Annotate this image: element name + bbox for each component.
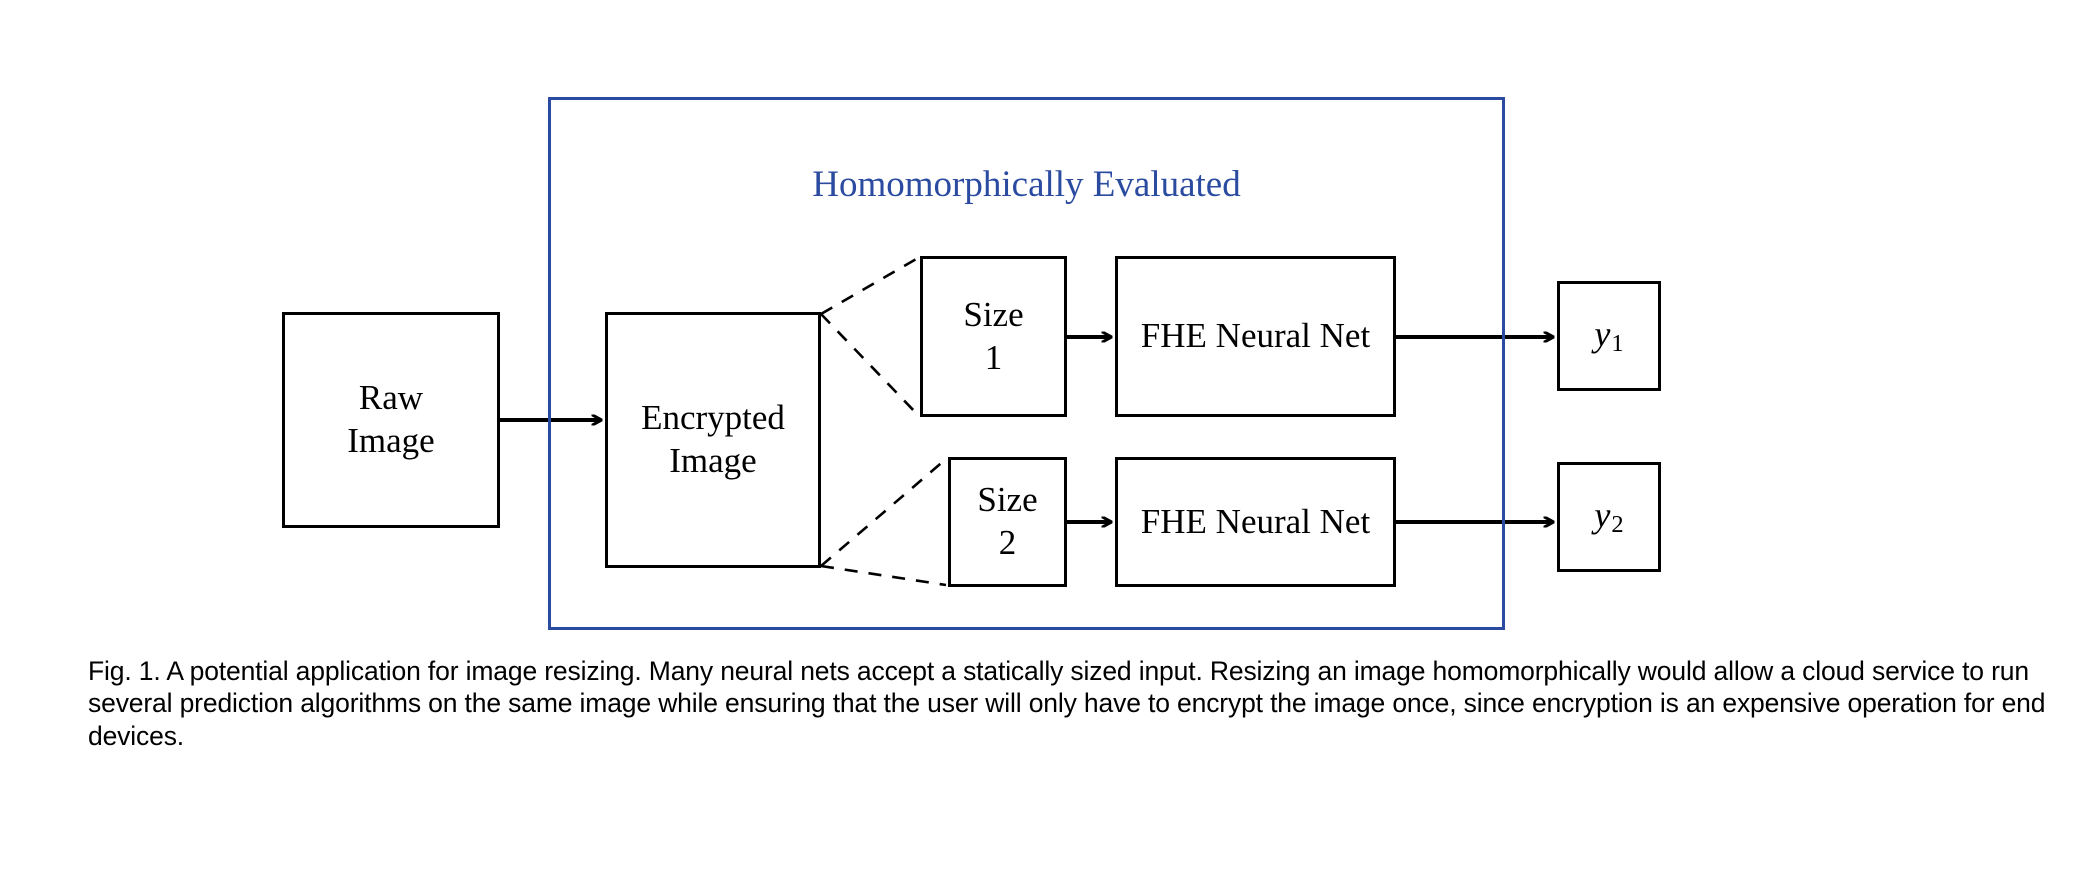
diagram-connectors (500, 256, 2086, 587)
node-raw-image-line1: Raw (358, 378, 424, 418)
node-output-y1[interactable]: y1 (1557, 281, 1661, 391)
node-output-y2-subscript: 2 (1611, 511, 1624, 539)
figure-caption: Fig. 1. A potential application for imag… (88, 656, 2046, 751)
node-size-2-line2: 2 (998, 523, 1017, 562)
node-raw-image-line2: Image (347, 421, 435, 460)
node-size-2[interactable]: Size 2 (948, 457, 1067, 587)
dashed-bottom-to-size2-top (820, 458, 947, 567)
node-output-y1-subscript: 1 (1611, 330, 1624, 358)
node-size-1-line1: Size (963, 294, 1024, 334)
dashed-top-to-size1-top (820, 256, 919, 316)
node-size-2-line1: Size (977, 480, 1038, 520)
node-fhe-neural-net-2-label: FHE Neural Net (1140, 501, 1371, 541)
node-encrypted-image[interactable]: Encrypted Image (605, 312, 821, 568)
dashed-bottom-to-size2-bottom (820, 564, 947, 587)
node-output-y2-label: y2 (1594, 494, 1623, 540)
node-fhe-neural-net-2[interactable]: FHE Neural Net (1115, 457, 1396, 587)
node-output-y1-label: y1 (1594, 313, 1623, 359)
node-encrypted-image-line2: Image (669, 441, 757, 480)
node-raw-image[interactable]: Raw Image (282, 312, 500, 528)
diagram-canvas: Homomorphically Evaluated Raw Image Encr… (282, 97, 2086, 630)
node-fhe-neural-net-1-label: FHE Neural Net (1140, 316, 1371, 356)
node-output-y2-var: y (1594, 494, 1611, 535)
node-fhe-neural-net-1[interactable]: FHE Neural Net (1115, 256, 1396, 417)
node-size-1[interactable]: Size 1 (920, 256, 1067, 417)
homomorphically-evaluated-label: Homomorphically Evaluated (812, 164, 1241, 205)
node-output-y2[interactable]: y2 (1557, 462, 1661, 572)
node-encrypted-image-line1: Encrypted (641, 398, 785, 438)
node-size-1-line2: 1 (984, 337, 1003, 377)
homomorphically-evaluated-region (548, 97, 1505, 630)
node-output-y1-var: y (1594, 313, 1611, 354)
